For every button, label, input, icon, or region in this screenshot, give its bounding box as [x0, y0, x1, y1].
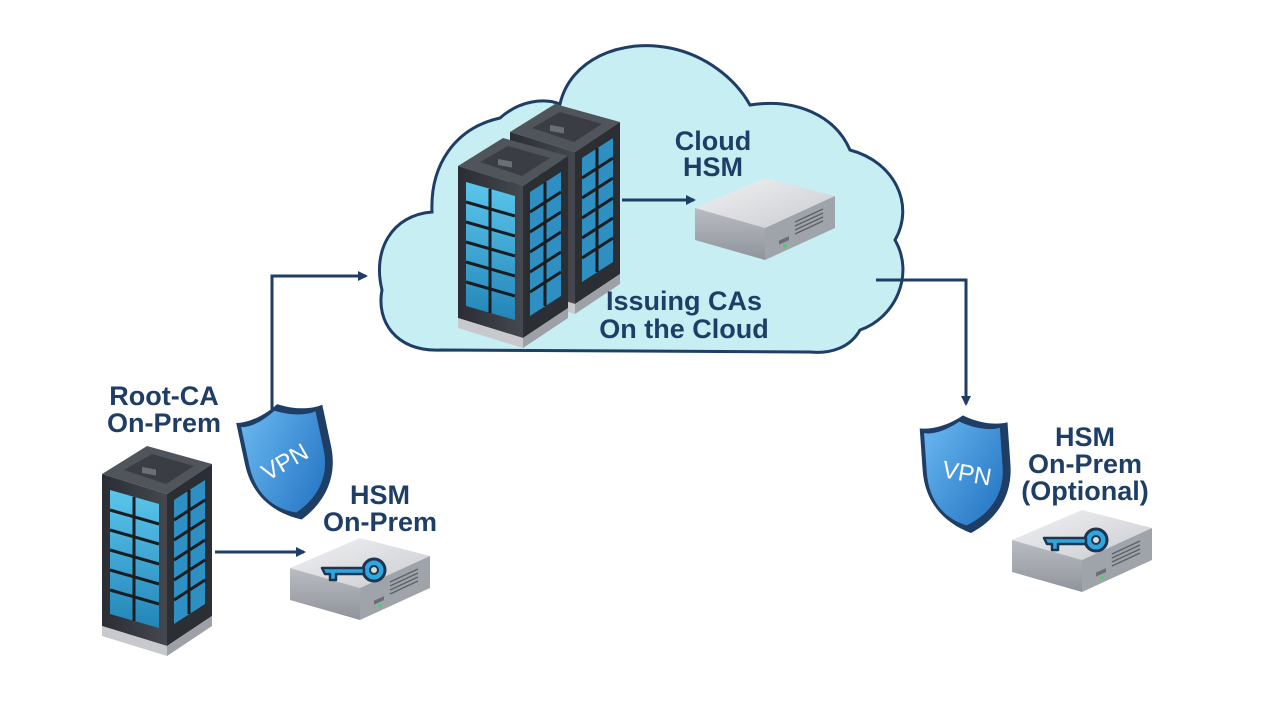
root-ca-label-line1: Root-CA: [109, 381, 218, 411]
arrow-cloud-to-hsm-optional: [876, 278, 971, 406]
arrow-root-to-cloud: [270, 271, 368, 410]
issuing-ca-label-line1: Issuing CAs: [606, 286, 762, 316]
hsm-left-label-line2: On-Prem: [323, 507, 437, 537]
hsm-right-label-line2: On-Prem: [1028, 449, 1142, 479]
vpn-shield-left: VPN: [234, 394, 345, 529]
hsm-appliance-icon: [1011, 509, 1153, 593]
root-ca-label-line2: On-Prem: [107, 408, 221, 438]
vpn-shield-right: VPN: [919, 412, 1016, 537]
cloud-hsm-label-line1: Cloud: [675, 126, 751, 156]
cloud-hsm-label-line2: HSM: [683, 152, 743, 182]
hsm-appliance-icon: [289, 537, 431, 621]
hsm-right-label-line1: HSM: [1055, 422, 1115, 452]
issuing-ca-label-line2: On the Cloud: [599, 314, 768, 344]
server-rack-icon: [100, 444, 214, 658]
hsm-right-label-line3: (Optional): [1021, 476, 1148, 506]
hsm-left-label-line1: HSM: [350, 480, 410, 510]
server-rack-icon: [456, 136, 570, 350]
